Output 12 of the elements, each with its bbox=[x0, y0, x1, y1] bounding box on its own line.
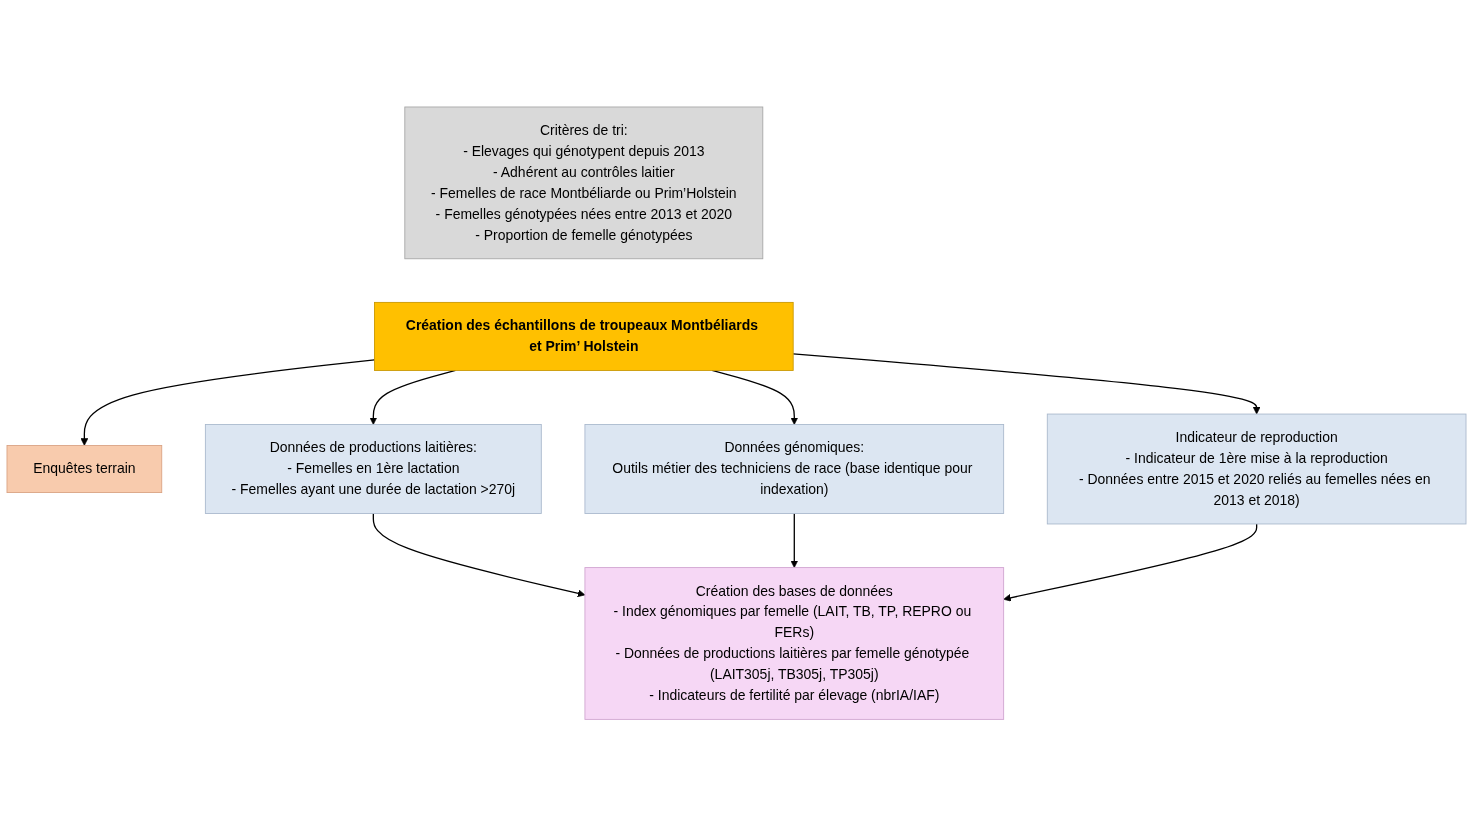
node-box: Enquêtes terrain bbox=[6, 445, 163, 494]
node-box: Indicateur de reproduction - Indicateur de 1ère mise à la reproduction - Données entre 2015 et 2020 reliés au femelles nées en 2013 et 2018) bbox=[1046, 413, 1467, 525]
node-box: Création des bases de données - Index génomiques par femelle (LAIT, TB, TP, REPRO ou FERs) - Données de productions laitières par femelle génotypée (LAIT305j, TB305j, TP305j) - Indicateurs de fertilité par élevage (nbrIA/IAF) bbox=[584, 567, 1005, 721]
arrow bbox=[80, 359, 376, 447]
node-box: Données génomiques: Outils métier des techniciens de race (base identique pour indexation) bbox=[584, 424, 1005, 515]
arrow bbox=[792, 353, 1261, 415]
node-box: Création des échantillons de troupeaux Montbéliards et Prim’ Holstein bbox=[374, 302, 794, 372]
arrow bbox=[372, 513, 586, 598]
node-box: Critères de tri: - Elevages qui génotypent depuis 2013 - Adhérent au contrôles laitier - Femelles de race Montbéliarde ou Prim’Holstein - Femelles génotypées nées entre 2013 et 2020 - Proportion de femelle génotypées bbox=[404, 106, 764, 260]
node-box: Données de productions laitières: - Femelles en 1ère lactation - Femelles ayant une durée de lactation >270j bbox=[204, 424, 542, 515]
arrow bbox=[1003, 523, 1258, 602]
arrow bbox=[790, 513, 799, 569]
